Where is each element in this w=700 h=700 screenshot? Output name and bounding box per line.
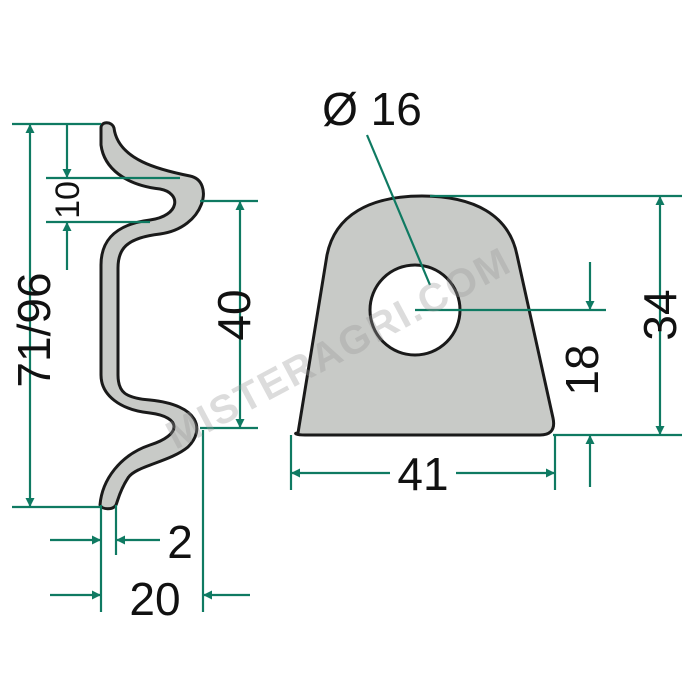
width-label-gap <box>390 452 456 494</box>
side-view: 71/96 10 40 2 20 <box>8 121 260 625</box>
label-thickness: 2 <box>167 516 193 568</box>
label-hole-center-height: 18 <box>556 344 608 395</box>
label-width: 41 <box>397 448 448 500</box>
label-height: 34 <box>634 289 686 340</box>
label-top-offset: 10 <box>49 181 87 219</box>
label-total-height: 71/96 <box>8 272 60 387</box>
leader-hole-diameter <box>365 134 432 286</box>
label-mid-height: 40 <box>208 289 260 340</box>
label-hole-diameter: Ø 16 <box>322 83 422 135</box>
label-depth: 20 <box>129 573 180 625</box>
front-view: Ø 16 34 18 41 <box>289 83 686 500</box>
